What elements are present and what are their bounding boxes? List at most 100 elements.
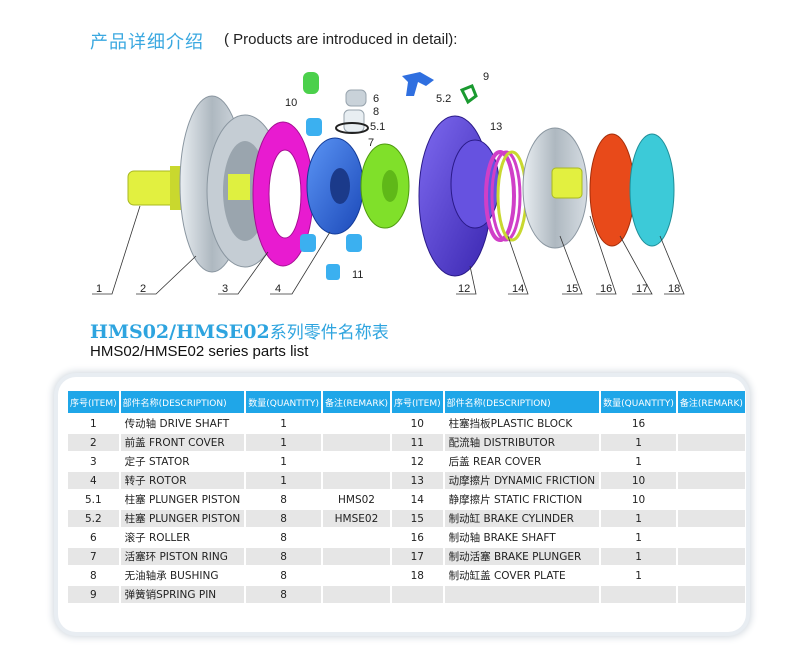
cell-description-2: 制动缸 BRAKE CYLINDER [444, 510, 600, 527]
leader-lines [92, 205, 685, 295]
cell-quantity-2: 1 [601, 567, 676, 584]
part-friction-plates [484, 150, 528, 242]
cell-item-2: 14 [392, 491, 443, 508]
series-title: HMS02/HMSE02系列零件名称表 [90, 318, 389, 343]
cell-quantity: 1 [246, 415, 321, 432]
cell-item: 6 [68, 529, 119, 546]
cell-quantity-2: 1 [601, 529, 676, 546]
exploded-parts-diagram: 1 2 3 4 5.1 5.2 6 7 8 9 10 11 12 13 14 1… [92, 71, 685, 295]
cell-quantity: 1 [246, 453, 321, 470]
cell-remark-2 [677, 529, 745, 546]
callout-9: 9 [483, 71, 489, 83]
cell-remark-2 [677, 586, 745, 603]
cell-item-2: 15 [392, 510, 443, 527]
parts-table-panel: 序号(ITEM) 部件名称(DESCRIPTION) 数量(QUANTITY) … [58, 377, 746, 632]
callout-5-2: 5.2 [436, 93, 451, 105]
cell-description-2: 制动缸盖 COVER PLATE [444, 567, 600, 584]
cell-item: 3 [68, 453, 119, 470]
cell-item-2: 11 [392, 434, 443, 451]
cell-item-2: 12 [392, 453, 443, 470]
section-subtitle: ( Products are introduced in detail): [224, 31, 458, 48]
cell-remark [322, 567, 390, 584]
cell-item: 9 [68, 586, 119, 603]
cell-remark-2 [677, 453, 745, 470]
part-rotor [306, 137, 364, 235]
cell-remark-2 [677, 548, 745, 565]
cell-item: 5.1 [68, 491, 119, 508]
cell-remark [322, 472, 390, 489]
callout-6: 6 [373, 93, 379, 105]
callout-15: 15 [566, 283, 578, 295]
cell-remark-2 [677, 510, 745, 527]
cell-description-2: 后盖 REAR COVER [444, 453, 600, 470]
header-remark: 备注(REMARK) [322, 391, 390, 413]
cell-description-2: 柱塞挡板PLASTIC BLOCK [444, 415, 600, 432]
cell-remark-2 [677, 491, 745, 508]
cell-item-2: 10 [392, 415, 443, 432]
cell-remark: HMS02 [322, 491, 390, 508]
callout-2: 2 [140, 283, 146, 295]
cell-description: 柱塞 PLUNGER PISTON [120, 491, 245, 508]
cell-description: 柱塞 PLUNGER PISTON [120, 510, 245, 527]
cell-quantity-2: 16 [601, 415, 676, 432]
cell-description: 弹簧销SPRING PIN [120, 586, 245, 603]
header-description: 部件名称(DESCRIPTION) [120, 391, 245, 413]
cell-description: 转子 ROTOR [120, 472, 245, 489]
callout-7: 7 [368, 137, 374, 149]
header-quantity: 数量(QUANTITY) [246, 391, 321, 413]
cell-quantity-2: 10 [601, 491, 676, 508]
header-item-2: 序号(ITEM) [392, 391, 443, 413]
cell-description-2 [444, 586, 600, 603]
cell-quantity-2: 10 [601, 472, 676, 489]
callout-11: 11 [352, 269, 363, 281]
callout-8: 8 [373, 106, 379, 118]
cell-quantity: 1 [246, 472, 321, 489]
cell-description-2: 制动活塞 BRAKE PLUNGER [444, 548, 600, 565]
cell-remark [322, 529, 390, 546]
cell-remark-2 [677, 472, 745, 489]
series-title-en: HMS02/HMSE02 [90, 321, 270, 343]
callout-3: 3 [222, 283, 228, 295]
cell-description: 定子 STATOR [120, 453, 245, 470]
parts-table: 序号(ITEM) 部件名称(DESCRIPTION) 数量(QUANTITY) … [66, 389, 747, 605]
cell-description: 传动轴 DRIVE SHAFT [120, 415, 245, 432]
cell-remark [322, 453, 390, 470]
series-subtitle: HMS02/HMSE02 series parts list [90, 343, 309, 360]
part-distributor [360, 143, 410, 229]
cell-remark [322, 586, 390, 603]
header-remark-2: 备注(REMARK) [677, 391, 745, 413]
callout-12: 12 [458, 283, 470, 295]
part-drive-shaft [127, 166, 184, 210]
cell-remark [322, 434, 390, 451]
cell-description: 活塞环 PISTON RING [120, 548, 245, 565]
callout-16: 16 [600, 283, 612, 295]
cell-quantity-2: 1 [601, 434, 676, 451]
part-brake-plunger [589, 133, 635, 247]
cell-remark-2 [677, 567, 745, 584]
part-brake-cylinder [522, 127, 588, 249]
cell-item: 8 [68, 567, 119, 584]
part-small-items [303, 72, 478, 105]
cell-quantity: 8 [246, 567, 321, 584]
cell-item-2: 17 [392, 548, 443, 565]
table-header-row: 序号(ITEM) 部件名称(DESCRIPTION) 数量(QUANTITY) … [68, 391, 745, 413]
cell-quantity-2: 1 [601, 453, 676, 470]
cell-remark [322, 548, 390, 565]
cell-item: 7 [68, 548, 119, 565]
cell-item-2 [392, 586, 443, 603]
part-bushings [300, 89, 369, 280]
cell-quantity: 8 [246, 529, 321, 546]
cell-item: 5.2 [68, 510, 119, 527]
callout-4: 4 [275, 283, 281, 295]
callout-10: 10 [285, 97, 297, 109]
callout-14: 14 [512, 283, 524, 295]
cell-description: 滚子 ROLLER [120, 529, 245, 546]
